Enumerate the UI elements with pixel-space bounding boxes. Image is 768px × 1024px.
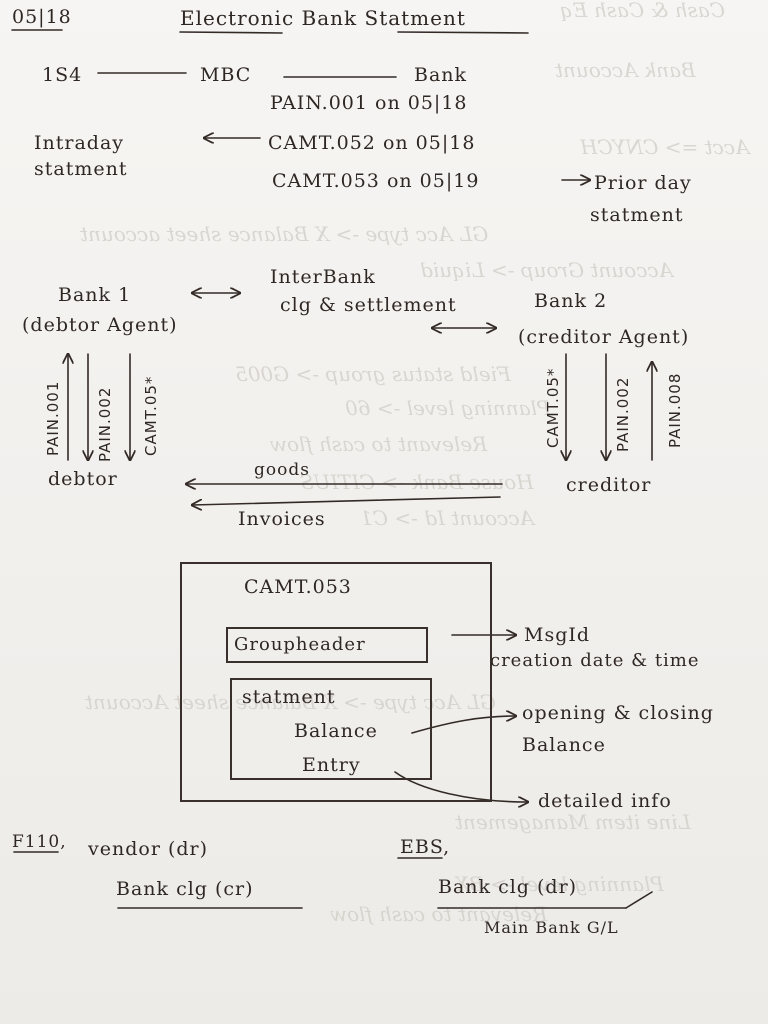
camt052-line: CAMT.052 on 05|18 [268,132,476,154]
goods-label: goods [254,460,310,480]
date-label: 05|18 [12,6,72,28]
groupheader-label: Groupheader [234,634,366,655]
camt053-outer-box [180,562,492,802]
intraday-label: Intraday [34,132,125,154]
msg-camt05-right: CAMT.05* [544,367,562,448]
bank2-label: Bank 2 [534,290,608,312]
interbank-label: clg & settlement [280,294,457,316]
bleed-through-text: Field status group -> G005 [235,362,511,386]
arrow-invoices [192,496,501,505]
bleed-through-text: Account Id -> C1 [360,506,535,530]
msgid-label: MsgId [524,624,591,646]
statment-box [230,678,432,780]
creation-datetime-label: creation date & time [490,650,700,671]
opening-balance-label: Balance [522,734,606,756]
bleed-through-text: Account Group -> Liquid [420,258,674,282]
prior-day-label: statment [590,204,684,226]
msg-pain001: PAIN.001 [44,380,62,456]
detailed-info-label: detailed info [538,790,672,812]
opening-closing-label: opening & closing [522,702,714,724]
msg-pain002-right: PAIN.002 [614,376,632,452]
msg-camt05: CAMT.05* [142,375,160,456]
statment-label: statment [242,686,336,708]
system-mbc: MBC [200,64,252,86]
invoices-label: Invoices [238,508,326,530]
main-bank-gl-label: Main Bank G/L [484,918,619,937]
system-bank: Bank [414,64,468,86]
bleed-through-text: Cash & Cash Eq [560,0,726,22]
system-1s4: 1S4 [42,64,83,86]
groupheader-box [226,627,428,663]
bank1-label: Bank 1 [58,284,132,306]
bleed-through-text: Line item Management [455,810,691,834]
debtor-label: debtor [48,468,118,490]
pain001-line: PAIN.001 on 05|18 [270,92,468,114]
msg-pain008: PAIN.008 [666,372,684,448]
ebs-label: EBS, [400,836,451,858]
title-underline [179,31,283,34]
camt053-line: CAMT.053 on 05|19 [272,170,480,192]
title-underline [397,31,529,34]
f110-label: F110, [12,832,67,852]
bleed-through-text: Planning level -> 60 [345,396,551,420]
camt053-title: CAMT.053 [244,576,352,598]
bank2-role: (creditor Agent) [518,326,690,348]
bleed-through-text: GL Acc type -> X Balance sheet account [80,222,489,246]
bank1-role: (debtor Agent) [22,314,178,336]
page-title: Electronic Bank Statment [180,6,466,30]
bank-clg-dr-label: Bank clg (dr) [438,876,578,898]
entry-label: Entry [302,754,361,776]
bank-clg-cr-label: Bank clg (cr) [116,878,254,900]
balance-label: Balance [294,720,378,742]
vendor-label: vendor (dr) [88,838,209,860]
interbank-label: InterBank [270,266,376,288]
prior-day-label: Prior day [594,172,692,194]
intraday-label: statment [34,158,128,180]
bleed-through-text: Bank Account [555,58,696,82]
bleed-through-text: House Bank -> CITIUS [300,470,534,494]
bleed-through-text: Relevant to cash flow [270,432,488,456]
msg-pain002: PAIN.002 [96,386,114,462]
creditor-label: creditor [566,474,652,496]
bleed-through-text: Acct => CNYCH [580,135,750,159]
